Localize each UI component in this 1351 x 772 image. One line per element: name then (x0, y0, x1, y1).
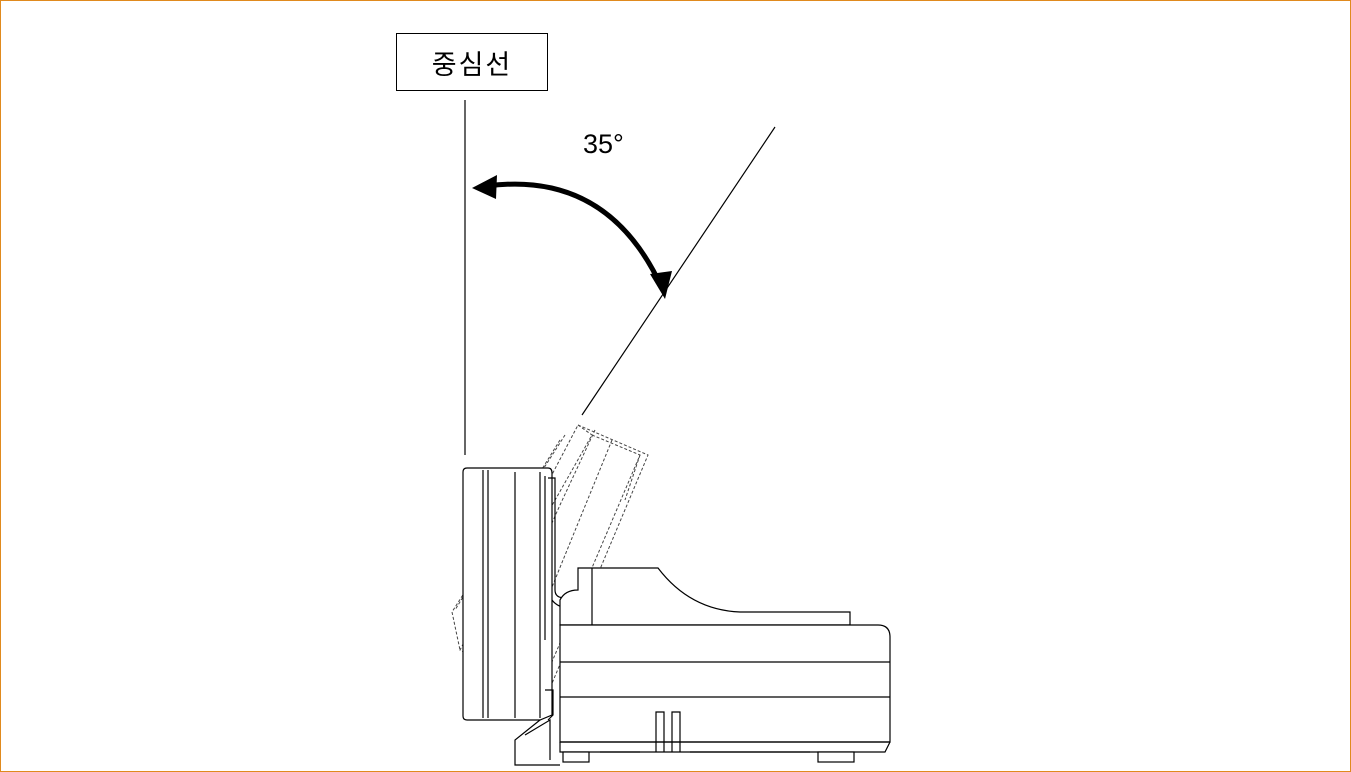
angle-arc (486, 181, 665, 290)
arc-arrowhead-right (650, 271, 672, 299)
arc-arrowhead-left (472, 175, 497, 199)
scale-base (559, 567, 891, 763)
tilt-reference-line (581, 126, 776, 416)
upright-display (462, 467, 553, 721)
centerline-label: 중심선 (396, 33, 548, 91)
centerline-label-text: 중심선 (431, 49, 513, 81)
angle-label: 35° (583, 129, 624, 159)
